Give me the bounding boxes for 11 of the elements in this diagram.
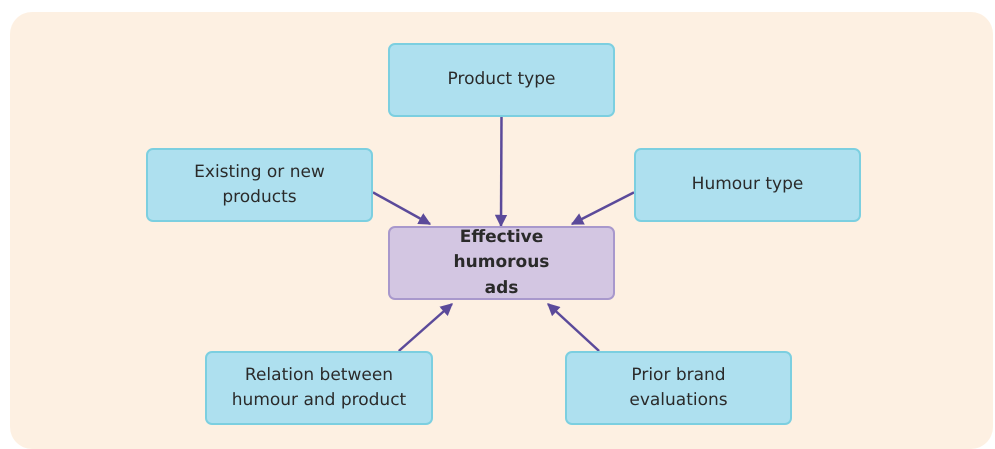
arrow [570,191,635,226]
factor-box: Prior brand evaluations [565,351,792,425]
arrow [547,303,600,352]
arrow [398,303,453,352]
arrow [494,117,508,228]
factor-box: Humour type [634,148,861,222]
outcome-box: Effective humorous ads [388,226,615,300]
factor-box: Existing or new products [146,148,373,222]
factor-box: Relation between humour and product [205,351,433,425]
factor-box: Product type [388,43,615,117]
arrow [372,191,432,226]
